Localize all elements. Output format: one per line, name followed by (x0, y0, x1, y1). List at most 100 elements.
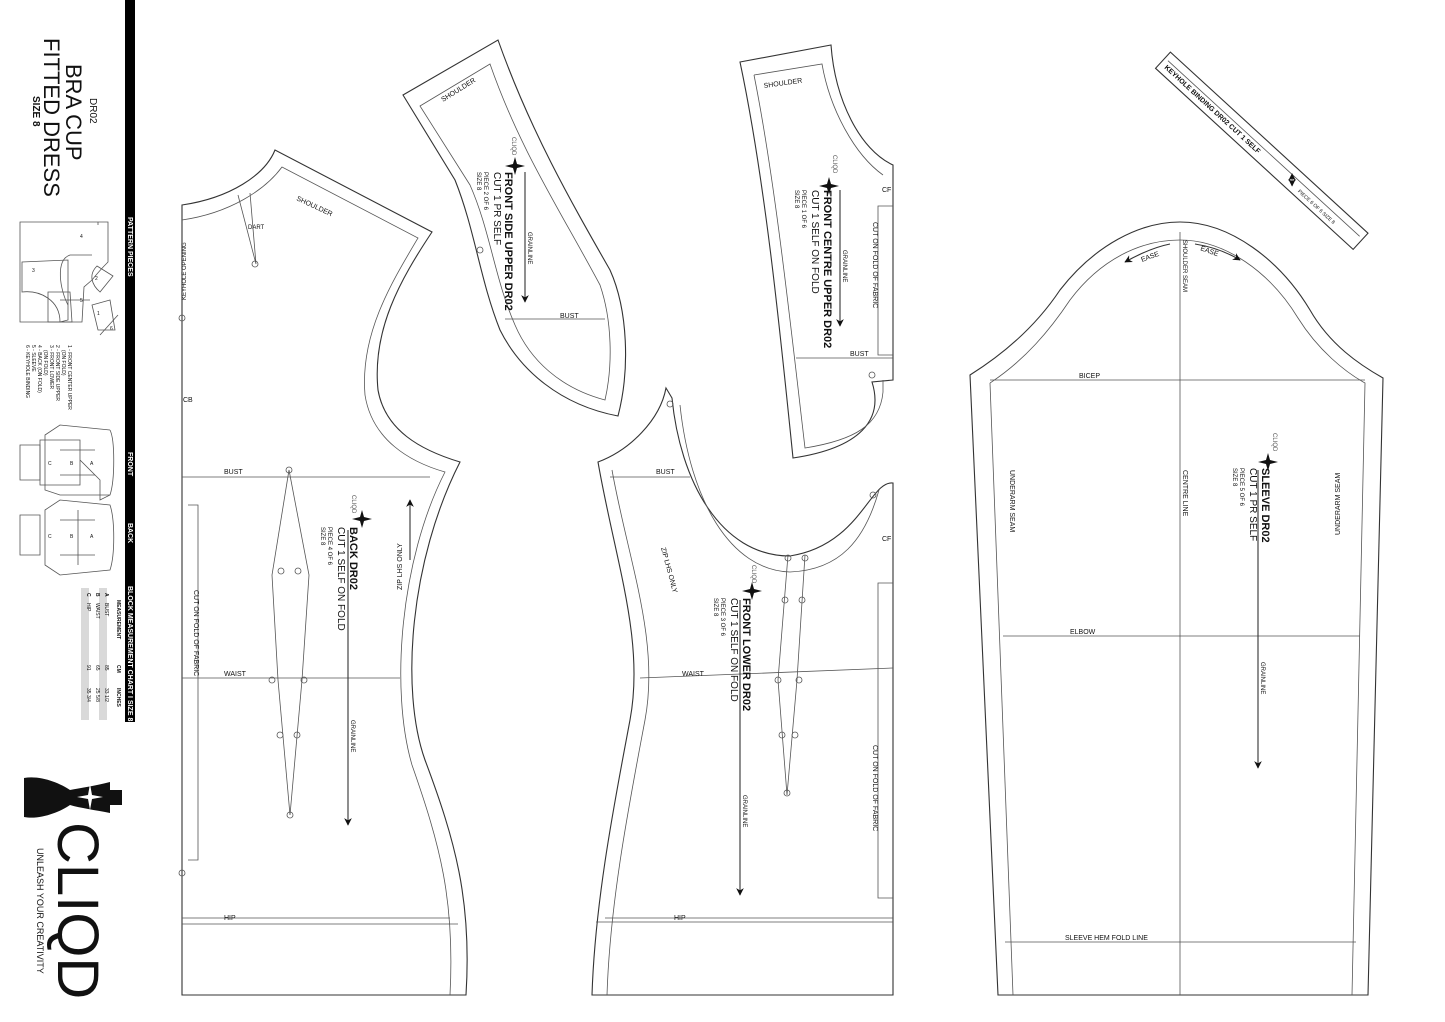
grainline-label: GRAINLINE (349, 720, 355, 752)
piece-number: PIECE 2 OF 6 (482, 172, 488, 211)
bust-label: BUST (656, 469, 675, 476)
cut-on-fold-label: CUT ON FOLD OF FABRIC (871, 745, 878, 831)
chart-row-cm: 91 (85, 665, 91, 671)
piece-numbers: 4 2 3 1 5 6 (32, 234, 113, 332)
cut-on-fold-label: CUT ON FOLD OF FABRIC (871, 222, 878, 308)
bicep-label: BICEP (1079, 373, 1100, 380)
legend-item: 4 - BACK (ON FOLD) (36, 345, 42, 393)
dress-form-icon (24, 777, 122, 818)
brand-tagline: UNLEASH YOUR CREATIVITY (35, 848, 45, 974)
pattern-pieces-thumbnail (19, 221, 119, 336)
piece-cut-instruction: CUT 1 SELF ON FOLD (335, 527, 346, 631)
sparkle-icon (505, 157, 525, 175)
title-line-1: BRA CUP (61, 64, 86, 161)
piece-cut-instruction: CUT 1 SELF ON FOLD (728, 598, 739, 702)
piece-number: PIECE 5 OF 6 (1238, 468, 1244, 507)
front-thumb-b: B (70, 461, 74, 467)
thumb-number-5: 5 (80, 298, 83, 304)
chart-row-name: BUST (103, 603, 109, 616)
bust-label: BUST (850, 351, 869, 358)
front-thumb-c: C (48, 461, 52, 467)
piece-sleeve: EASE EASE SHOULDER SEAM BICEP CENTRE LIN… (969, 221, 1384, 996)
title-line-2: FITTED DRESS (39, 38, 64, 197)
thumb-number-3: 3 (32, 268, 35, 274)
legend-item: (ON FOLD) (42, 350, 48, 376)
waist-label: WAIST (224, 671, 247, 678)
cliqd-mark: CLIQD (831, 155, 837, 174)
chart-row-name: WAIST (94, 603, 100, 619)
piece-number: PIECE 4 OF 6 (326, 527, 332, 566)
thumb-number-1: 1 (97, 311, 100, 317)
chart-row-key: B (94, 593, 100, 597)
back-thumb-c: C (48, 534, 52, 540)
piece-cut-instruction: CUT 1 SELF ON FOLD (809, 190, 820, 294)
sparkle-icon (77, 784, 103, 810)
piece-title: FRONT CENTRE UPPER DR02 (821, 190, 833, 348)
thumb-number-6: 6 (110, 326, 113, 332)
legend-item: 5 - SLEEVE (30, 345, 36, 372)
piece-front-lower: BUST WAIST HIP CF ZIP LHS ONLY CUT ON FO… (591, 386, 894, 996)
bust-label: BUST (560, 313, 579, 320)
sparkle-icon (1258, 453, 1278, 471)
chart-row-inches: 35 3/4 (85, 688, 91, 702)
piece-size: SIZE 8 (475, 172, 481, 191)
piece-size: SIZE 8 (319, 527, 325, 546)
shoulder-seam-label: SHOULDER SEAM (1181, 240, 1187, 292)
keyhole-opening-label: KEYHOLE OPENING (182, 242, 188, 300)
front-header: FRONT (126, 452, 133, 477)
brand-logo: CLIQD UNLEASH YOUR CREATIVITY (24, 777, 122, 999)
waist-label: WAIST (682, 671, 705, 678)
chart-row-inches: 33 1/2 (103, 688, 109, 702)
piece-size: SIZE 8 (712, 598, 718, 617)
cut-on-fold-label: CUT ON FOLD OF FABRIC (192, 590, 199, 676)
sparkle-icon (742, 582, 762, 600)
sidebar: PATTERN PIECES FRONT BACK BLOCK MEASUREM… (19, 0, 135, 999)
cb-label: CB (183, 397, 193, 404)
cf-label: CF (882, 536, 891, 543)
piece-number: PIECE 1 OF 6 (800, 190, 806, 229)
brand-name: CLIQD (45, 822, 110, 999)
piece-title: FRONT SIDE UPPER DR02 (502, 172, 514, 311)
chart-col-header: INCHES (115, 688, 121, 708)
centre-line-label: CENTRE LINE (1181, 470, 1188, 517)
piece-cut-instruction: CUT 1 PR SELF (1247, 468, 1258, 541)
grainline-label: GRAINLINE (526, 232, 532, 264)
sleeve-hem-label: SLEEVE HEM FOLD LINE (1065, 935, 1148, 942)
chart-row-cm: 85 (103, 665, 109, 671)
back-header: BACK (126, 523, 133, 543)
cliqd-mark: CLIQD (510, 137, 516, 156)
back-thumb-a: A (90, 534, 94, 540)
back-thumb-b: B (70, 534, 74, 540)
piece-back: SHOULDER DART KEYHOLE OPENING CB BUST WA… (178, 149, 468, 996)
underarm-seam-label: UNDERARM SEAM (1335, 473, 1342, 535)
bust-label: BUST (224, 469, 243, 476)
zip-label: ZIP LHS ONLY (397, 543, 404, 590)
chart-col-header: CM (115, 665, 121, 673)
piece-title: SLEEVE DR02 (1259, 468, 1271, 543)
front-thumbnail (19, 424, 115, 501)
chart-row-cm: 65 (94, 665, 100, 671)
piece-size: SIZE 8 (1231, 468, 1237, 487)
chart-header: BLOCK MEASUREMENT CHART I SIZE 8 (126, 586, 133, 721)
back-thumbnail (19, 499, 115, 576)
legend-item: 3 - FRONT LOWER (48, 345, 54, 389)
grainline-label: GRAINLINE (1259, 662, 1265, 694)
grainline-label: GRAINLINE (741, 795, 747, 827)
piece-title: FRONT LOWER DR02 (740, 598, 752, 711)
underarm-seam-label: UNDERARM SEAM (1008, 470, 1015, 532)
legend-item: 1 - FRONT CENTER UPPER (66, 345, 72, 410)
legend-item: 2 - FRONT SIDE UPPER (54, 345, 60, 401)
chart-row-name: HIP (85, 603, 91, 612)
legend-item: (ON FOLD) (60, 350, 66, 376)
cliqd-mark: CLIQD (350, 495, 356, 514)
chart-col-header: MEASUREMENT (115, 600, 121, 639)
hip-label: HIP (224, 915, 236, 922)
cf-label: CF (882, 187, 891, 194)
piece-size: SIZE 8 (793, 190, 799, 209)
piece-cut-instruction: CUT 1 PR SELF (491, 172, 502, 245)
elbow-label: ELBOW (1070, 629, 1096, 636)
piece-front-centre-upper: SHOULDER CF BUST CUT ON FOLD OF FABRIC C… (739, 44, 894, 459)
pattern-pieces-header: PATTERN PIECES (126, 217, 133, 277)
piece-title: BACK DR02 (347, 527, 359, 590)
